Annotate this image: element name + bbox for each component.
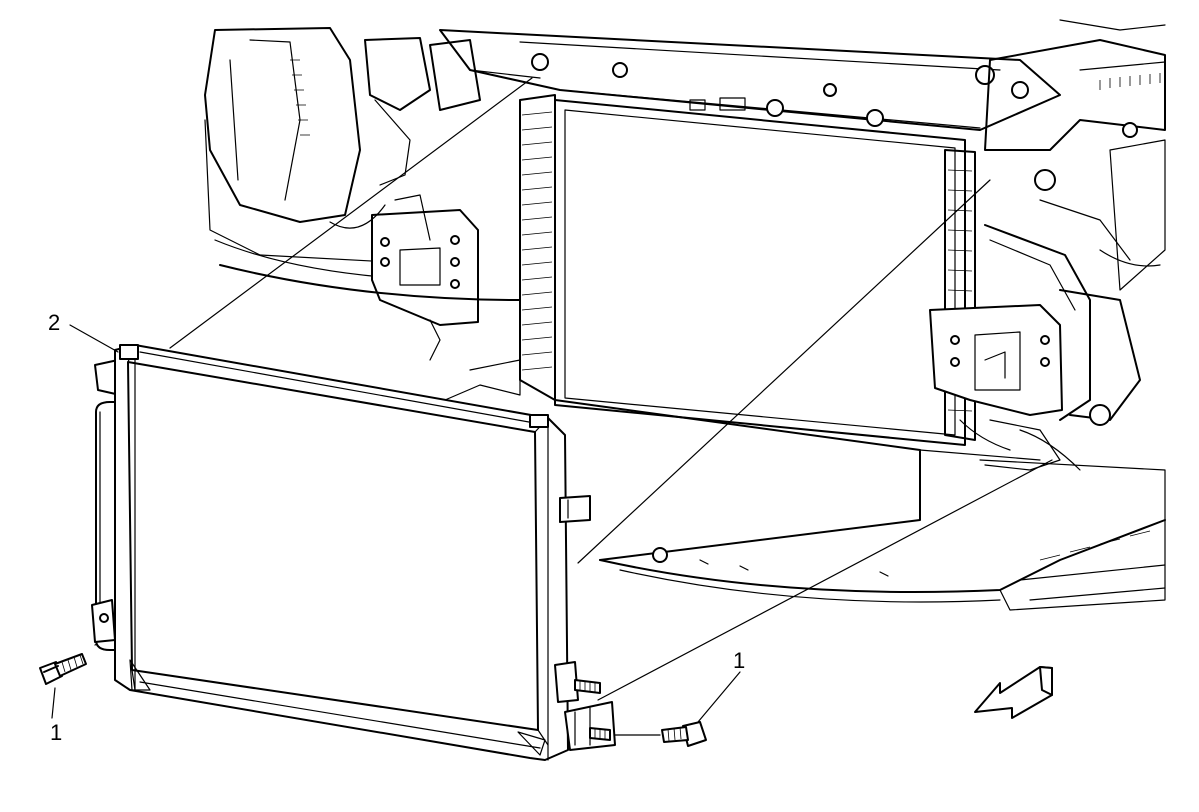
installation-guide-lines xyxy=(94,77,1053,736)
radiator-fins xyxy=(521,111,553,371)
condenser-assembly xyxy=(91,344,616,761)
callout-label-condenser: 2 xyxy=(48,310,60,335)
callout-label-fastener-left: 1 xyxy=(50,720,62,745)
callout-leaders xyxy=(51,324,741,723)
condenser-bolt-left xyxy=(39,653,87,685)
vehicle-front-structure xyxy=(204,19,1166,611)
callout-label-fastener-right: 1 xyxy=(733,648,745,673)
front-direction-arrow-icon xyxy=(974,666,1053,719)
condenser-bolt-right xyxy=(661,721,707,747)
